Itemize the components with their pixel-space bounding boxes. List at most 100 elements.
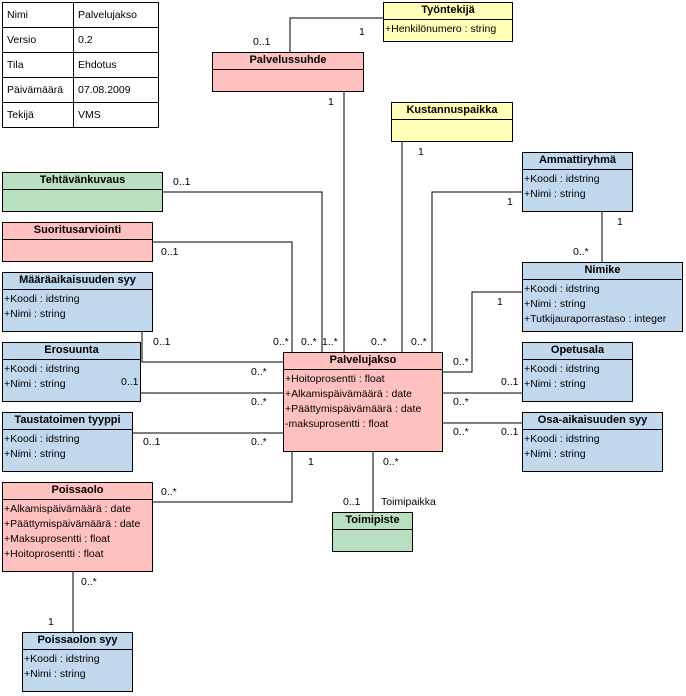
multiplicity-label: 1 <box>497 296 503 308</box>
class-tyontekija[interactable]: Työntekijä +Henkilönumero : string <box>383 2 513 42</box>
multiplicity-label: 1 <box>359 26 365 38</box>
metadata-value: Ehdotus <box>73 52 159 78</box>
class-attribute: +Päättymispäivämäärä : date <box>285 403 422 415</box>
class-title: Opetusala <box>523 343 632 360</box>
line-tehtavankuvaus-palvelujakso <box>163 191 323 352</box>
class-opetusala[interactable]: Opetusala +Koodi : idstring +Nimi : stri… <box>522 342 633 402</box>
class-title: Osa-aikaisuuden syy <box>523 413 662 430</box>
line-maaraaikaisuus-palvelujakso <box>141 332 283 363</box>
multiplicity-label: 0..1 <box>501 376 519 388</box>
class-taustatoimen-tyyppi[interactable]: Taustatoimen tyyppi +Koodi : idstring +N… <box>2 412 133 472</box>
multiplicity-label: 0..* <box>371 336 387 348</box>
multiplicity-label: 1 <box>48 616 54 628</box>
metadata-key: Nimi <box>2 2 74 28</box>
multiplicity-label: 1 <box>617 216 623 228</box>
multiplicity-label: 0..* <box>161 486 177 498</box>
class-attribute: +Koodi : idstring <box>524 363 600 375</box>
line-poissaolo-palvelujakso <box>153 452 293 503</box>
class-attribute: +Henkilönumero : string <box>385 23 497 35</box>
class-title: Tehtävänkuvaus <box>3 173 162 190</box>
metadata-key: Versio <box>2 27 74 53</box>
multiplicity-label: 0..1 <box>161 246 179 258</box>
multiplicity-label: 0..1 <box>343 496 361 508</box>
metadata-key: Tekijä <box>2 102 74 128</box>
class-attribute: +Nimi : string <box>524 298 586 310</box>
class-title: Poissaolo <box>3 483 152 500</box>
multiplicity-label: 1..* <box>322 336 338 348</box>
class-attribute: +Hoitoprosentti : float <box>285 373 385 385</box>
class-attribute: +Nimi : string <box>24 668 86 680</box>
multiplicity-label: 0..* <box>273 336 289 348</box>
class-attribute: +Koodi : idstring <box>4 433 80 445</box>
class-title: Toimipiste <box>333 513 412 530</box>
class-tehtavankuvaus[interactable]: Tehtävänkuvaus <box>2 172 163 212</box>
class-attribute: +Nimi : string <box>524 378 586 390</box>
line-nimike-palvelujakso <box>443 291 522 373</box>
multiplicity-label: 0..* <box>573 246 589 258</box>
metadata-value: Palvelujakso <box>73 2 159 28</box>
metadata-value: VMS <box>73 102 159 128</box>
class-attribute: +Nimi : string <box>4 448 66 460</box>
class-attribute: +Maksuprosentti : float <box>4 533 110 545</box>
class-attribute: +Koodi : idstring <box>4 293 80 305</box>
class-title: Nimike <box>523 263 682 280</box>
class-osa-aikaisuuden-syy[interactable]: Osa-aikaisuuden syy +Koodi : idstring +N… <box>522 412 663 472</box>
multiplicity-label: 0..* <box>251 396 267 408</box>
class-attribute: +Nimi : string <box>524 188 586 200</box>
class-title: Poissaolon syy <box>23 633 132 650</box>
class-attribute: +Nimi : string <box>524 448 586 460</box>
class-title: Palvelujakso <box>284 353 442 370</box>
class-maaraaikaisuuden-syy[interactable]: Määräaikaisuuden syy +Koodi : idstring +… <box>2 272 153 332</box>
multiplicity-label: 0..1 <box>153 336 171 348</box>
class-attribute: +Nimi : string <box>4 308 66 320</box>
class-kustannuspaikka[interactable]: Kustannuspaikka <box>391 102 513 142</box>
class-attribute: +Koodi : idstring <box>4 363 80 375</box>
class-attribute: +Nimi : string <box>4 378 66 390</box>
class-attribute: +Koodi : idstring <box>524 173 600 185</box>
multiplicity-label: 0..* <box>301 336 317 348</box>
class-attribute: -maksuprosentti : float <box>285 418 389 430</box>
line-suoritusarviointi-palvelujakso <box>153 241 293 352</box>
class-title: Palvelussuhde <box>213 53 363 70</box>
class-title: Ammattiryhmä <box>523 153 632 170</box>
multiplicity-label: 0..* <box>251 366 267 378</box>
multiplicity-label: 0..1 <box>143 436 161 448</box>
metadata-key: Päivämäärä <box>2 77 74 103</box>
class-poissaolo[interactable]: Poissaolo +Alkamispäivämäärä : date +Pää… <box>2 482 153 572</box>
class-attribute: +Päättymispäivämäärä : date <box>4 518 141 530</box>
class-poissaolon-syy[interactable]: Poissaolon syy +Koodi : idstring +Nimi :… <box>22 632 133 692</box>
multiplicity-label: 0..1 <box>253 36 271 48</box>
role-label: Toimipaikka <box>381 496 436 508</box>
class-palvelujakso[interactable]: Palvelujakso +Hoitoprosentti : float +Al… <box>283 352 443 452</box>
multiplicity-label: 0..* <box>453 396 469 408</box>
multiplicity-label: 0..1 <box>121 376 139 388</box>
class-attribute: +Koodi : idstring <box>524 433 600 445</box>
multiplicity-label: 1 <box>328 96 334 108</box>
class-title: Kustannuspaikka <box>392 103 512 120</box>
class-ammattiryhma[interactable]: Ammattiryhmä +Koodi : idstring +Nimi : s… <box>522 152 633 212</box>
multiplicity-label: 1 <box>507 196 513 208</box>
multiplicity-label: 0..1 <box>501 426 519 438</box>
class-title: Erosuunta <box>3 343 140 360</box>
class-toimipiste[interactable]: Toimipiste <box>332 512 413 552</box>
line-tyontekija-palvelussuhde <box>289 17 383 52</box>
class-nimike[interactable]: Nimike +Koodi : idstring +Nimi : string … <box>522 262 683 332</box>
multiplicity-label: 0..* <box>453 356 469 368</box>
multiplicity-label: 0..* <box>383 456 399 468</box>
class-title: Työntekijä <box>384 3 512 20</box>
class-attribute: +Tutkijauraporrastaso : integer <box>524 313 667 325</box>
class-palvelussuhde[interactable]: Palvelussuhde <box>212 52 364 92</box>
multiplicity-label: 0..* <box>251 436 267 448</box>
metadata-value: 07.08.2009 <box>73 77 159 103</box>
multiplicity-label: 0..* <box>81 576 97 588</box>
class-suoritusarviointi[interactable]: Suoritusarviointi <box>2 222 153 262</box>
class-erosuunta[interactable]: Erosuunta +Koodi : idstring +Nimi : stri… <box>2 342 141 402</box>
multiplicity-label: 1 <box>418 146 424 158</box>
class-title: Taustatoimen tyyppi <box>3 413 132 430</box>
multiplicity-label: 0..* <box>453 426 469 438</box>
